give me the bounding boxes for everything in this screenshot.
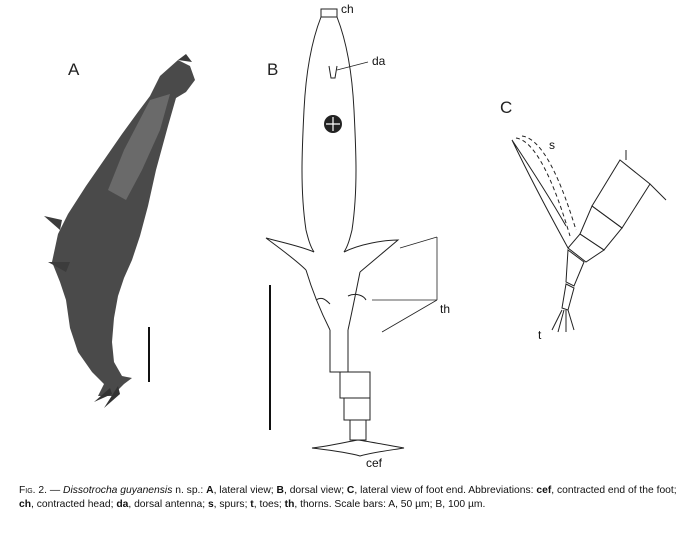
caption-a-text: , lateral view; xyxy=(213,485,277,496)
label-ch: ch xyxy=(341,2,354,16)
caption-ch-text: , contracted head; xyxy=(31,499,117,510)
caption-b-text: , dorsal view; xyxy=(283,485,347,496)
panel-a-micrograph xyxy=(44,54,195,408)
label-th: th xyxy=(440,302,451,316)
caption-t-text: , toes; xyxy=(253,499,285,510)
caption-ch: ch xyxy=(19,499,32,510)
caption-fig: Fig. 2. xyxy=(19,485,47,496)
label-t: t xyxy=(538,328,542,342)
panel-a-letter: A xyxy=(68,60,80,79)
caption-da: da xyxy=(116,499,129,510)
label-cef: cef xyxy=(366,456,383,470)
caption-dash: — xyxy=(47,485,64,496)
caption-s: s xyxy=(207,499,214,510)
caption-a: A xyxy=(206,485,214,496)
figure: A B C ch da s th cef t xyxy=(44,2,667,470)
panel-c-letter: C xyxy=(500,98,513,117)
panel-c-drawing xyxy=(511,135,667,333)
caption-t: t xyxy=(250,499,254,510)
panel-b-letter: B xyxy=(267,60,279,79)
caption-th-text: , thorns. Scale bars: A, 50 µm; B, 100 µ… xyxy=(294,499,486,510)
caption-cef: cef xyxy=(536,485,552,496)
figure-drawing xyxy=(44,8,667,457)
caption-s-text: , spurs; xyxy=(213,499,251,510)
label-da: da xyxy=(372,54,386,68)
caption-c-text: , lateral view of foot end. Abbreviation… xyxy=(354,485,537,496)
caption-th: th xyxy=(284,499,295,510)
figure-caption: Fig. 2. — Dissotrocha guyanensis n. sp.:… xyxy=(19,484,689,512)
label-s: s xyxy=(549,138,555,152)
caption-cef-text: , contracted end of the foot; xyxy=(551,485,677,496)
caption-b: B xyxy=(276,485,284,496)
caption-species: Dissotrocha guyanensis xyxy=(63,485,173,496)
caption-c: C xyxy=(346,485,355,496)
panel-b-drawing xyxy=(265,8,405,457)
caption-sp: n. sp.: xyxy=(172,485,207,496)
caption-da-text: , dorsal antenna; xyxy=(128,499,208,510)
